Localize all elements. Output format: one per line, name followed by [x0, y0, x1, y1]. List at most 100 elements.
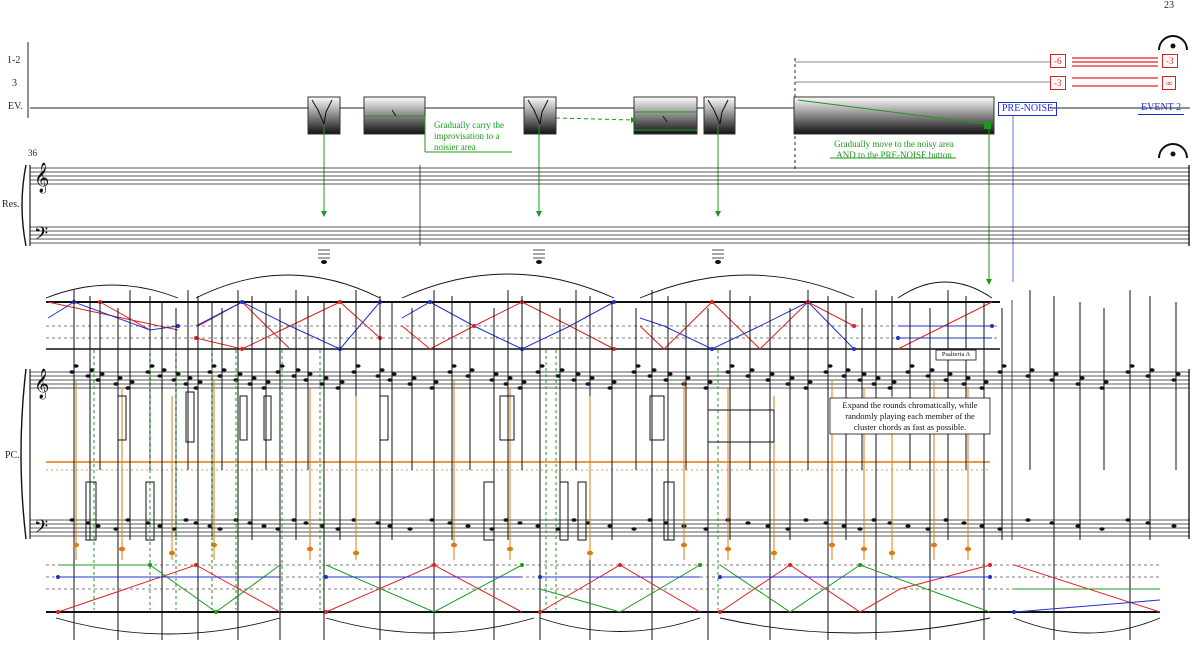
note-head	[429, 518, 435, 522]
note-head	[823, 521, 829, 525]
note-head	[335, 527, 341, 531]
note-head	[517, 386, 523, 390]
note-head	[85, 374, 91, 378]
note-head	[319, 524, 325, 528]
note-head	[303, 521, 309, 525]
note-head	[489, 527, 495, 531]
note-head	[211, 364, 217, 368]
note-head	[1129, 364, 1135, 368]
lower-graph	[46, 563, 1161, 635]
note-head	[493, 372, 499, 376]
note-head	[183, 382, 189, 386]
res-low-notes	[318, 249, 724, 259]
note-head	[1053, 372, 1059, 376]
note-head	[355, 364, 361, 368]
volume-ramps	[1072, 57, 1158, 87]
note-head	[871, 382, 877, 386]
treble-clef-icon: 𝄞	[34, 368, 49, 400]
note-head	[785, 527, 791, 531]
note-head	[197, 380, 203, 384]
note-head	[635, 364, 641, 368]
note-head	[871, 518, 877, 522]
page-number: 23	[1164, 0, 1174, 11]
note-head	[319, 382, 325, 386]
note-head	[157, 374, 163, 378]
note-head	[451, 364, 457, 368]
note-head	[663, 521, 669, 525]
note-head	[161, 368, 167, 372]
note-heads	[69, 364, 1181, 531]
note-head	[861, 372, 867, 376]
orange-note-head	[888, 550, 896, 556]
note-head	[663, 378, 669, 382]
orange-note-head	[306, 546, 314, 552]
expand-instruction: Expand the rounds chromatically, while r…	[842, 400, 978, 432]
orange-note-head	[72, 542, 80, 548]
note-head	[261, 524, 267, 528]
note-head	[69, 518, 75, 522]
note-head	[631, 527, 637, 531]
note-head	[193, 386, 199, 390]
note-head	[807, 380, 813, 384]
note-head	[1029, 368, 1035, 372]
note-head	[1099, 527, 1105, 531]
note-head	[647, 374, 653, 378]
orange-note-head	[964, 546, 972, 552]
green-connectors	[321, 99, 992, 285]
note-head	[965, 376, 971, 380]
note-head	[785, 382, 791, 386]
note-head	[647, 518, 653, 522]
pc-brace	[20, 368, 27, 540]
note-head	[703, 386, 709, 390]
note-head	[539, 364, 545, 368]
orange-stems	[72, 380, 972, 560]
psaltery-frame	[935, 349, 977, 361]
note-head	[521, 380, 527, 384]
note-head	[925, 374, 931, 378]
note-head	[891, 380, 897, 384]
note-head	[651, 368, 657, 372]
note-head	[89, 368, 95, 372]
note-head	[571, 378, 577, 382]
note-head	[411, 376, 417, 380]
note-head	[559, 368, 565, 372]
note-head	[217, 527, 223, 531]
note-head	[729, 364, 735, 368]
note-head	[265, 380, 271, 384]
note-head	[279, 364, 285, 368]
note-head	[339, 380, 345, 384]
note-head	[765, 524, 771, 528]
note-head	[841, 374, 847, 378]
note-head	[429, 386, 435, 390]
note-head	[1125, 370, 1131, 374]
note-head	[193, 521, 199, 525]
note-head	[291, 518, 297, 522]
note-head	[803, 386, 809, 390]
note-head	[503, 382, 509, 386]
note-head	[979, 524, 985, 528]
orange-note-head	[210, 542, 218, 548]
note-head	[1049, 378, 1055, 382]
note-head	[909, 364, 915, 368]
note-head	[997, 527, 1003, 531]
orange-note-head	[724, 546, 732, 552]
orange-note-head	[450, 542, 458, 548]
note-head	[997, 370, 1003, 374]
staff-label-res: Res.	[2, 199, 20, 210]
note-head	[725, 370, 731, 374]
note-head	[745, 374, 751, 378]
note-head	[469, 368, 475, 372]
note-head	[905, 370, 911, 374]
pc-staff	[29, 300, 1190, 540]
note-head	[95, 378, 101, 382]
event-cue: EVENT 2	[1138, 102, 1185, 115]
orange-note-head	[680, 542, 688, 548]
psaltery-label: Psalteria A	[941, 351, 971, 358]
orange-note-head	[168, 550, 176, 556]
note-head	[175, 372, 181, 376]
note-head	[183, 518, 189, 522]
note-head	[1001, 364, 1007, 368]
note-head	[961, 521, 967, 525]
note-head	[375, 374, 381, 378]
